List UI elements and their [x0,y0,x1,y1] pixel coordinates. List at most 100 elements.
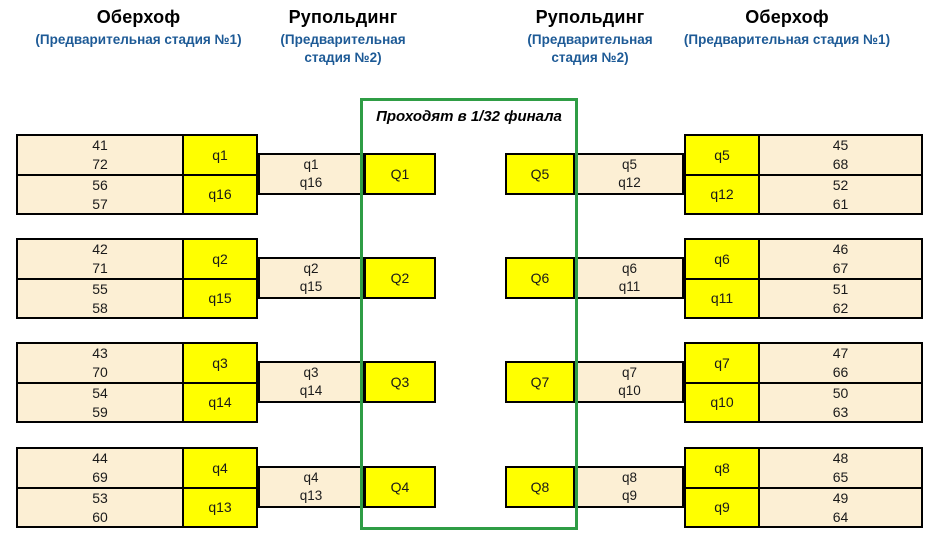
bib-number: 72 [92,156,108,173]
bib-number: 56 [92,176,108,193]
bib-number: 43 [92,345,108,362]
connector-right-3: q7 q10 [575,361,684,403]
bib-number: 62 [832,299,849,316]
competitors-cell: 49 64 [760,489,921,527]
connector-right-4: q8 q9 [575,466,684,508]
connector-heat: q12 [618,175,641,190]
pair-q3: 43 70 q3 [18,344,256,384]
connector-heat: q14 [299,383,323,398]
result-box-q1: Q1 [364,153,436,195]
bib-number: 41 [92,137,108,154]
bib-number: 42 [92,241,108,258]
bib-number: 53 [92,489,108,506]
column-header-oberhof-right: Оберхоф (Предварительная стадия №1) [667,7,907,49]
result-box-q5: Q5 [505,153,575,195]
bib-number: 70 [92,364,108,381]
heat-label: q15 [182,279,256,317]
column-header-oberhof-left: Оберхоф (Предварительная стадия №1) [17,7,260,49]
connector-heat: q10 [618,383,641,398]
bib-number: 55 [92,280,108,297]
heat-label: q5 [686,136,760,174]
bib-number: 51 [832,280,849,297]
match-group-left-2: 42 71 q2 55 58 q15 [16,238,258,319]
column-header-ruhpolding-right: Рупольдинг (Предварительная стадия №2) [505,7,675,66]
stage-subtitle: (Предварительная стадия №2) [527,32,653,65]
competitors-cell: 43 70 [18,344,182,382]
venue-title: Рупольдинг [535,7,645,27]
heat-label: q2 [182,240,256,278]
venue-title: Оберхоф [96,7,181,27]
competitors-cell: 51 62 [760,280,921,318]
bib-number: 47 [832,345,849,362]
bib-number: 49 [832,489,849,506]
bib-number: 46 [832,241,849,258]
bib-number: 52 [832,176,849,193]
connector-right-2: q6 q11 [575,257,684,299]
competitors-cell: 53 60 [18,489,182,527]
heat-label: q4 [182,449,256,487]
bib-number: 59 [92,403,108,420]
competitors-cell: 44 69 [18,449,182,487]
heat-label: q13 [182,488,256,526]
pair-q14: 54 59 q14 [18,383,256,421]
competitors-cell: 41 72 [18,136,182,174]
connector-heat: q9 [621,488,638,503]
heat-label: q3 [182,344,256,382]
connector-left-3: q3 q14 [258,361,364,403]
heat-label: q14 [182,383,256,421]
pair-q4: 44 69 q4 [18,449,256,489]
result-box-q8: Q8 [505,466,575,508]
connector-heat: q13 [299,488,323,503]
pair-q1: 41 72 q1 [18,136,256,176]
pair-q13: 53 60 q13 [18,488,256,527]
connector-left-2: q2 q15 [258,257,364,299]
pair-q8: q8 48 65 [686,449,921,489]
stage-subtitle: (Предварительная стадия №2) [280,32,406,65]
competitors-cell: 56 57 [18,176,182,214]
connector-heat: q2 [303,261,319,276]
pair-q6: q6 46 67 [686,240,921,280]
pair-q11: q11 51 62 [686,279,921,318]
heat-label: q6 [686,240,760,278]
connector-heat: q3 [303,365,319,380]
result-box-q6: Q6 [505,257,575,299]
pair-q12: q12 52 61 [686,175,921,214]
result-box-q4: Q4 [364,466,436,508]
pair-q2: 42 71 q2 [18,240,256,280]
heat-label: q16 [182,175,256,213]
bib-number: 57 [92,195,108,212]
venue-title: Рупольдинг [288,7,398,27]
pair-q7: q7 47 66 [686,344,921,384]
heat-label: q8 [686,449,760,487]
competitors-cell: 47 66 [760,344,921,382]
bib-number: 50 [832,384,849,401]
competitors-cell: 45 68 [760,136,921,174]
competitors-cell: 50 63 [760,384,921,422]
bib-number: 61 [832,195,849,212]
heat-label: q1 [182,136,256,174]
match-group-left-1: 41 72 q1 56 57 q16 [16,134,258,215]
heat-label: q12 [686,175,760,213]
connector-heat: q4 [303,470,319,485]
connector-heat: q15 [299,279,323,294]
connector-heat: q6 [621,261,638,276]
bib-number: 66 [832,364,849,381]
bib-number: 54 [92,384,108,401]
bib-number: 58 [92,299,108,316]
connector-right-1: q5 q12 [575,153,684,195]
competitors-cell: 48 65 [760,449,921,487]
bib-number: 45 [832,137,849,154]
connector-heat: q8 [621,470,638,485]
bib-number: 67 [832,260,849,277]
match-group-left-4: 44 69 q4 53 60 q13 [16,447,258,528]
result-box-q3: Q3 [364,361,436,403]
match-group-right-3: q7 47 66 q10 50 63 [684,342,923,423]
bib-number: 64 [832,508,849,525]
heat-label: q10 [686,383,760,421]
column-header-ruhpolding-left: Рупольдинг (Предварительная стадия №2) [258,7,428,66]
match-group-right-4: q8 48 65 q9 49 64 [684,447,923,528]
bib-number: 65 [832,469,849,486]
competitors-cell: 52 61 [760,176,921,214]
bib-number: 71 [92,260,108,277]
